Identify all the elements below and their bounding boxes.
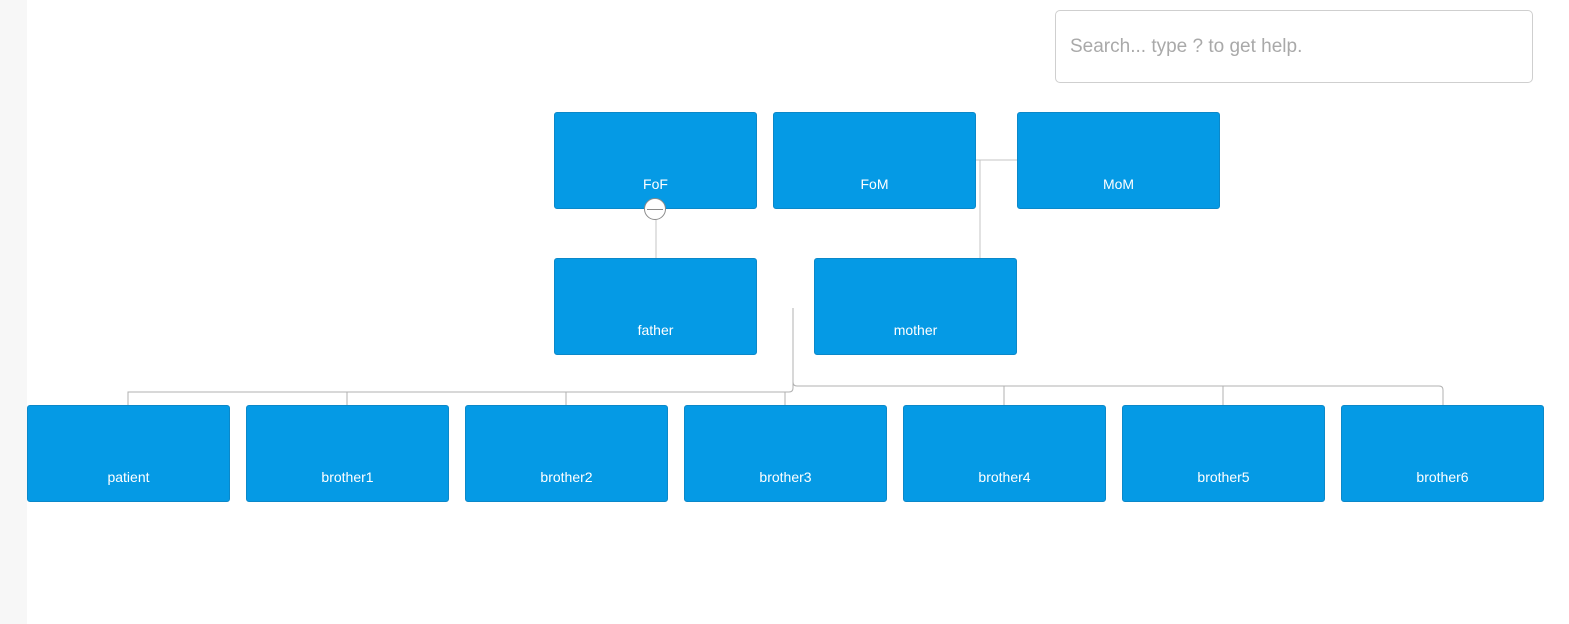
node-mother[interactable]: mother — [814, 258, 1017, 355]
node-brother4[interactable]: brother4 — [903, 405, 1106, 502]
node-label: brother3 — [759, 469, 812, 485]
node-fom[interactable]: FoM — [773, 112, 976, 209]
node-label: patient — [107, 469, 150, 485]
node-label: FoF — [643, 176, 668, 192]
left-gutter — [0, 0, 27, 624]
node-mom[interactable]: MoM — [1017, 112, 1220, 209]
node-patient[interactable]: patient — [27, 405, 230, 502]
node-label: brother5 — [1197, 469, 1250, 485]
collapse-minus-icon[interactable] — [644, 198, 666, 220]
node-father[interactable]: father — [554, 258, 757, 355]
node-brother6[interactable]: brother6 — [1341, 405, 1544, 502]
node-label: brother6 — [1416, 469, 1469, 485]
node-brother2[interactable]: brother2 — [465, 405, 668, 502]
node-label: mother — [893, 322, 938, 338]
node-label: brother1 — [321, 469, 374, 485]
node-brother1[interactable]: brother1 — [246, 405, 449, 502]
node-brother5[interactable]: brother5 — [1122, 405, 1325, 502]
search-box — [1055, 10, 1533, 83]
node-label: brother2 — [540, 469, 593, 485]
node-label: father — [637, 322, 674, 338]
node-label: FoM — [860, 176, 889, 192]
link-children-right — [792, 381, 1444, 405]
node-label: brother4 — [978, 469, 1031, 485]
node-fof[interactable]: FoF — [554, 112, 757, 209]
node-brother3[interactable]: brother3 — [684, 405, 887, 502]
search-input[interactable] — [1056, 11, 1532, 82]
node-label: MoM — [1102, 176, 1135, 192]
